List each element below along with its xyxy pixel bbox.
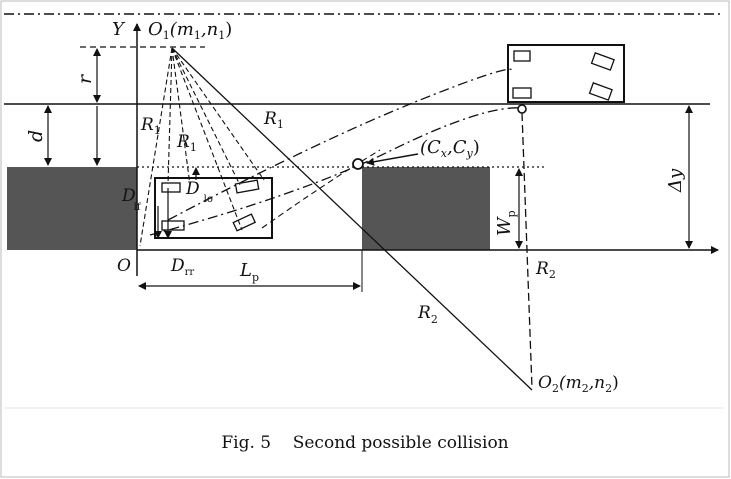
radius-dashed	[171, 47, 191, 186]
vehicle-exited	[507, 44, 625, 103]
wheel-icon	[590, 52, 615, 71]
left-parked-block	[7, 167, 137, 250]
cx-cy-label: (Cx,Cy)	[420, 137, 480, 160]
r2-dashed-radius	[521, 112, 533, 389]
wheel-icon	[234, 179, 260, 194]
collision-point-marker	[352, 158, 364, 170]
o2-label: O2(m2,n2)	[538, 373, 619, 395]
r2-diagonal-label: R2	[417, 303, 438, 326]
origin-label: O	[117, 256, 131, 276]
radius-dashed	[167, 47, 173, 185]
figure-caption: Fig. 5 Second possible collision	[221, 433, 508, 453]
d-label: d	[25, 130, 47, 142]
wp-label: Wp	[494, 210, 518, 236]
r1-r2-diagonal	[171, 47, 533, 391]
wheel-icon	[512, 87, 532, 99]
wheel-icon	[232, 213, 257, 232]
right-parked-block	[362, 167, 490, 250]
r2-right-label: R2	[535, 259, 556, 281]
y-axis-label: Y	[112, 19, 126, 40]
vehicle-rear-point	[517, 104, 527, 114]
vehicle-parked	[154, 177, 273, 239]
lp-label: Lp	[239, 260, 259, 284]
d-lo-label: Dlo	[185, 179, 213, 205]
collision-point-arrow	[366, 153, 419, 166]
r1-diagonal-label: R1	[263, 109, 284, 131]
radius-to-corner	[139, 47, 173, 247]
o1-label: O1(m1,n1)	[148, 19, 232, 42]
trajectory-path	[167, 68, 514, 221]
r1-left-label: R1	[140, 115, 161, 137]
r-label: r	[74, 73, 96, 84]
wheel-icon	[513, 50, 531, 62]
wheel-icon	[588, 82, 613, 101]
d-rr-label: Drr	[170, 256, 194, 278]
wheel-icon	[161, 182, 181, 193]
delta-y-label: Δy	[665, 168, 686, 193]
radius-dashed	[171, 47, 243, 231]
r1-mid-label: R1	[176, 132, 197, 154]
radius-dashed	[171, 47, 265, 181]
radius-dashed	[171, 47, 241, 186]
